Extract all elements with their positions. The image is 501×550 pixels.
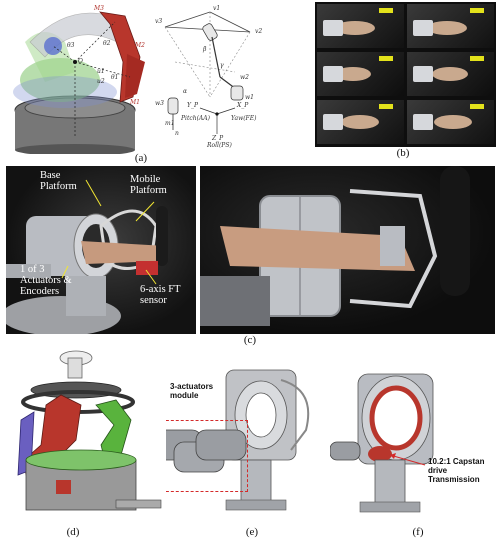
cad-e-svg: [166, 369, 310, 511]
symbol-m1-lower: m1: [165, 120, 175, 127]
panel-d-cad-exploded: [6, 350, 166, 520]
panel-c-photo-right: [200, 166, 495, 334]
symbol-xp: X_P: [237, 102, 249, 109]
symbol-w1: w1: [245, 94, 254, 101]
symbol-v1: v1: [213, 5, 221, 12]
symbol-u2: u2: [97, 78, 105, 85]
caption-d: (d): [66, 526, 80, 538]
actuators-module-callout-box: [166, 420, 248, 492]
label-actuators: 1 of 3 Actuators & Encoders: [20, 264, 72, 297]
caption-c: (c): [243, 334, 257, 346]
symbol-zp: Z_P: [212, 135, 224, 142]
symbol-u1: u1: [97, 68, 105, 75]
label-capstan-drive: 10.2:1 Capstan drive Transmission: [428, 457, 485, 484]
symbol-w3: w3: [155, 100, 164, 107]
photo-grid-overlay: [323, 8, 484, 130]
label-mobile-platform: Mobile Platform: [130, 174, 167, 196]
symbol-theta2: θ2: [103, 40, 111, 47]
panel-a-kinematic-diagram: M3 M2 M1 O θ2 θ3 θ1 u1 u2 v1 v2 v3 β α γ…: [5, 2, 305, 154]
caption-e: (e): [245, 526, 259, 538]
symbol-n: n: [175, 130, 179, 137]
symbol-o: O: [78, 58, 83, 65]
symbol-yp: Y_P: [187, 102, 198, 109]
label-pitch: Pitch(AA): [181, 115, 210, 122]
cad-f-svg: [330, 373, 434, 513]
label-3-actuators-module: 3-actuators module: [170, 382, 214, 400]
caption-b: (b): [396, 147, 410, 159]
symbol-alpha: α: [183, 88, 188, 95]
symbol-v3: v3: [155, 18, 163, 25]
cad-d-svg: [17, 350, 162, 511]
panel-e-cad-actuators: [166, 360, 331, 520]
symbol-theta3: θ3: [67, 42, 75, 49]
panel-b-photo-grid: [315, 2, 496, 147]
label-roll: Roll(PS): [207, 142, 232, 149]
symbol-m3: M3: [94, 5, 104, 12]
label-base-platform: Base Platform: [40, 170, 77, 192]
label-arrows: [61, 179, 157, 285]
symbol-theta1: θ1: [111, 74, 119, 81]
panel-c-photo-left: Base Platform Mobile Platform 1 of 3 Act…: [6, 166, 196, 334]
device-photo-right-svg: [200, 166, 470, 326]
symbol-v2: v2: [255, 28, 263, 35]
label-ft-sensor: 6-axis FT sensor: [140, 284, 181, 306]
symbol-m1: M1: [130, 99, 140, 106]
label-yaw: Yaw(FE): [231, 115, 257, 122]
panel-f-cad-capstan: [330, 360, 498, 520]
caption-a: (a): [134, 152, 148, 164]
symbol-gamma: γ: [220, 62, 224, 69]
caption-f: (f): [412, 526, 424, 538]
device-photo-left-svg: [6, 206, 168, 334]
symbol-w2: w2: [240, 74, 249, 81]
kinematic-diagram-svg: [13, 11, 251, 154]
symbol-beta: β: [203, 46, 207, 53]
symbol-m2: M2: [135, 42, 145, 49]
